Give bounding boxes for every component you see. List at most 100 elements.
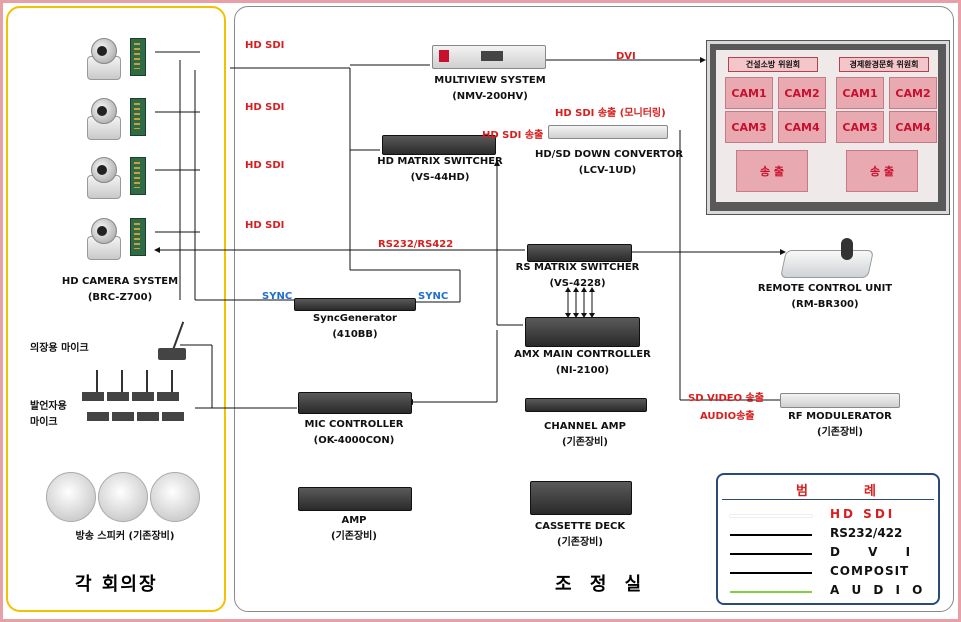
amp-device (298, 487, 412, 511)
down-convertor-device (548, 125, 668, 139)
monitor-title-right: 경제환경문화 위원회 (839, 57, 929, 72)
remote-control-unit-device (780, 238, 874, 278)
legend-row-audio: A U D I O (730, 583, 930, 599)
legend-title-2: 례 (864, 484, 876, 499)
monitor-tile: CAM1 (725, 77, 773, 109)
down-convertor-name: HD/SD DOWN CONVERTOR (535, 149, 684, 160)
camera-interface-board-4 (130, 218, 146, 256)
camera-interface-board-2 (130, 98, 146, 136)
legend-line-hd-sdi (730, 515, 812, 517)
rs232-label: RS232/RS422 (378, 239, 454, 250)
amx-main-controller-model: (NI-2100) (555, 365, 610, 376)
mic-controller-device (298, 392, 412, 414)
control-room-title: 조 정 실 (555, 574, 648, 595)
legend-text-dvi: D V I (830, 545, 923, 559)
speakers-label: 방송 스피커 (기존장비) (75, 531, 175, 542)
sync-generator-device (294, 298, 416, 311)
legend-line-dvi (730, 553, 812, 555)
legend-row-rs232: RS232/422 (730, 526, 930, 542)
sd-video-send-label: SD VIDEO 송출 (688, 393, 764, 404)
monitor-broadcast-right: 송 출 (846, 150, 918, 192)
cassette-deck-device (530, 481, 632, 515)
legend-row-dvi: D V I (730, 545, 930, 561)
monitor-broadcast-left: 송 출 (736, 150, 808, 192)
rs-matrix-switcher-device (527, 244, 632, 262)
rf-modulator-device (780, 393, 900, 408)
hd-sdi-label-4: HD SDI (245, 220, 285, 231)
legend: 범 례 HD SDI RS232/422 D V I COMPOSIT A U … (716, 473, 940, 605)
hd-camera-4 (83, 218, 123, 260)
channel-amp-device (525, 398, 647, 412)
legend-text-composit: COMPOSIT (830, 564, 910, 578)
hd-camera-3 (83, 157, 123, 199)
monitor-tile: CAM4 (778, 111, 826, 143)
sync-label-left: SYNC (262, 291, 293, 302)
monitor-tile: CAM3 (725, 111, 773, 143)
joystick-icon (841, 238, 853, 260)
channel-amp-model: (기존장비) (562, 437, 608, 448)
amp-model: (기존장비) (331, 531, 377, 542)
rf-modulator-model: (기존장비) (817, 427, 863, 438)
hd-camera-2 (83, 98, 123, 140)
multiview-display-icon (481, 51, 503, 61)
ceiling-speaker-2 (98, 472, 148, 522)
camera-system-name: HD CAMERA SYSTEM (61, 276, 179, 287)
mic-controller-name: MIC CONTROLLER (304, 419, 404, 430)
camera-interface-board-1 (130, 38, 146, 76)
hd-matrix-switcher-model: (VS-44HD) (410, 172, 470, 183)
camera-system-model: (BRC-Z700) (87, 292, 153, 303)
monitor-tile: CAM3 (836, 111, 884, 143)
mic-controller-model: (OK-4000CON) (313, 435, 395, 446)
multiview-model: (NMV-200HV) (452, 91, 528, 102)
legend-title-1: 범 (796, 484, 808, 499)
hd-sdi-label-2: HD SDI (245, 102, 285, 113)
chair-microphone (158, 320, 188, 362)
monitor-tile: CAM2 (778, 77, 826, 109)
channel-amp-name: CHANNEL AMP (544, 421, 626, 432)
legend-line-composit (730, 572, 812, 574)
hd-sdi-send-label: HD SDI 송출 (482, 130, 544, 141)
hd-sdi-label-1: HD SDI (245, 40, 285, 51)
sync-generator-model: (410BB) (332, 329, 378, 340)
rf-modulator-name: RF MODULERATOR (788, 411, 892, 422)
amp-name: AMP (341, 515, 367, 526)
monitor-tile: CAM4 (889, 111, 937, 143)
hd-matrix-switcher-name: HD MATRIX SWITCHER (377, 156, 503, 167)
sync-generator-name: SyncGenerator (313, 313, 397, 324)
amx-main-controller-name: AMX MAIN CONTROLLER (514, 349, 651, 360)
legend-line-rs232 (730, 534, 812, 536)
multiview-system-device (432, 45, 546, 69)
monitor-title-left: 건설소방 위원회 (728, 57, 818, 72)
legend-text-rs232: RS232/422 (830, 526, 903, 540)
legend-text-hd-sdi: HD SDI (830, 507, 896, 521)
multiview-led-icon (439, 50, 449, 62)
down-convertor-model: (LCV-1UD) (578, 165, 637, 176)
audio-send-label: AUDIO송출 (700, 411, 755, 422)
speaker-microphones (82, 370, 197, 430)
remote-control-unit-model: (RM-BR300) (791, 299, 859, 310)
hd-sdi-label-3: HD SDI (245, 160, 285, 171)
camera-interface-board-3 (130, 157, 146, 195)
legend-line-audio (730, 591, 812, 593)
cassette-deck-name: CASSETTE DECK (534, 521, 626, 532)
hd-camera-1 (83, 38, 123, 80)
multiview-name: MULTIVIEW SYSTEM (434, 75, 546, 86)
ceiling-speaker-1 (46, 472, 96, 522)
meeting-room-title: 각 회의장 (75, 574, 158, 595)
remote-control-unit-name: REMOTE CONTROL UNIT (757, 283, 893, 294)
monitor-tile: CAM2 (889, 77, 937, 109)
ceiling-speaker-3 (150, 472, 200, 522)
speaker-mic-label-line-2: 마이크 (30, 417, 58, 428)
legend-row-hd-sdi: HD SDI (730, 507, 930, 523)
sync-label-right: SYNC (418, 291, 449, 302)
speaker-mic-label-line-1: 발언자용 (30, 401, 67, 412)
chair-mic-label: 의장용 마이크 (30, 343, 89, 354)
rs-matrix-switcher-name: RS MATRIX SWITCHER (515, 262, 640, 273)
monitor-tile: CAM1 (836, 77, 884, 109)
monitor-screen: 건설소방 위원회 경제환경문화 위원회 CAM1 CAM2 CAM3 CAM4 … (716, 50, 938, 202)
rs-matrix-switcher-model: (VS-4228) (549, 278, 606, 289)
legend-text-audio: A U D I O (830, 583, 927, 597)
hd-sdi-send-monitor-label: HD SDI 송출 (모니터링) (555, 108, 666, 119)
cassette-deck-model: (기존장비) (557, 537, 603, 548)
